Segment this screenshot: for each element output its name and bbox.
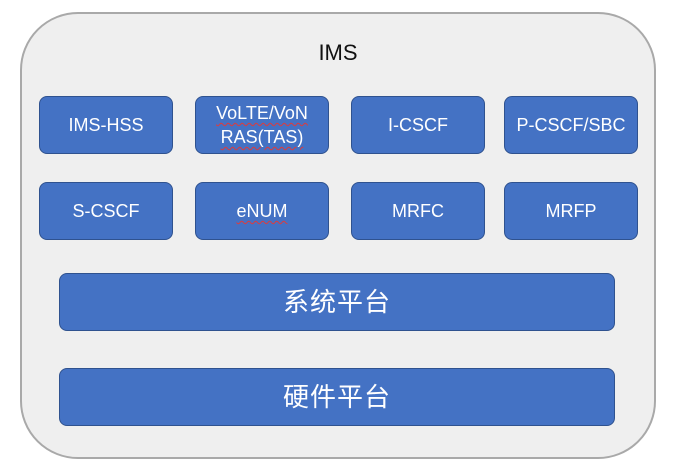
mrfc-label: MRFC	[392, 201, 444, 221]
volte-vonras-line2: RAS(TAS)	[220, 127, 304, 147]
p-cscf-sbc-box: P-CSCF/SBC	[504, 96, 638, 154]
enum-label: eNUM	[236, 201, 288, 221]
i-cscf-label: I-CSCF	[388, 115, 448, 135]
hardware-platform-box: 硬件平台	[59, 368, 615, 426]
s-cscf-box: S-CSCF	[39, 182, 173, 240]
ims-hss-box: IMS-HSS	[39, 96, 173, 154]
s-cscf-label: S-CSCF	[72, 201, 140, 221]
p-cscf-sbc-label: P-CSCF/SBC	[516, 115, 626, 135]
enum-box: eNUM	[195, 182, 329, 240]
volte-vonras-tas-label: VoLTE/VoN RAS(TAS)	[216, 101, 308, 149]
volte-vonras-line1: VoLTE/VoN	[216, 103, 308, 123]
mrfp-label: MRFP	[545, 201, 597, 221]
ims-hss-label: IMS-HSS	[68, 115, 144, 135]
mrfp-box: MRFP	[504, 182, 638, 240]
system-platform-box: 系统平台	[59, 273, 615, 331]
system-platform-label: 系统平台	[282, 287, 391, 317]
mrfc-box: MRFC	[351, 182, 485, 240]
ims-title: IMS	[318, 40, 358, 65]
volte-vonras-tas-box: VoLTE/VoN RAS(TAS)	[195, 96, 329, 154]
i-cscf-box: I-CSCF	[351, 96, 485, 154]
hardware-platform-label: 硬件平台	[282, 382, 391, 412]
